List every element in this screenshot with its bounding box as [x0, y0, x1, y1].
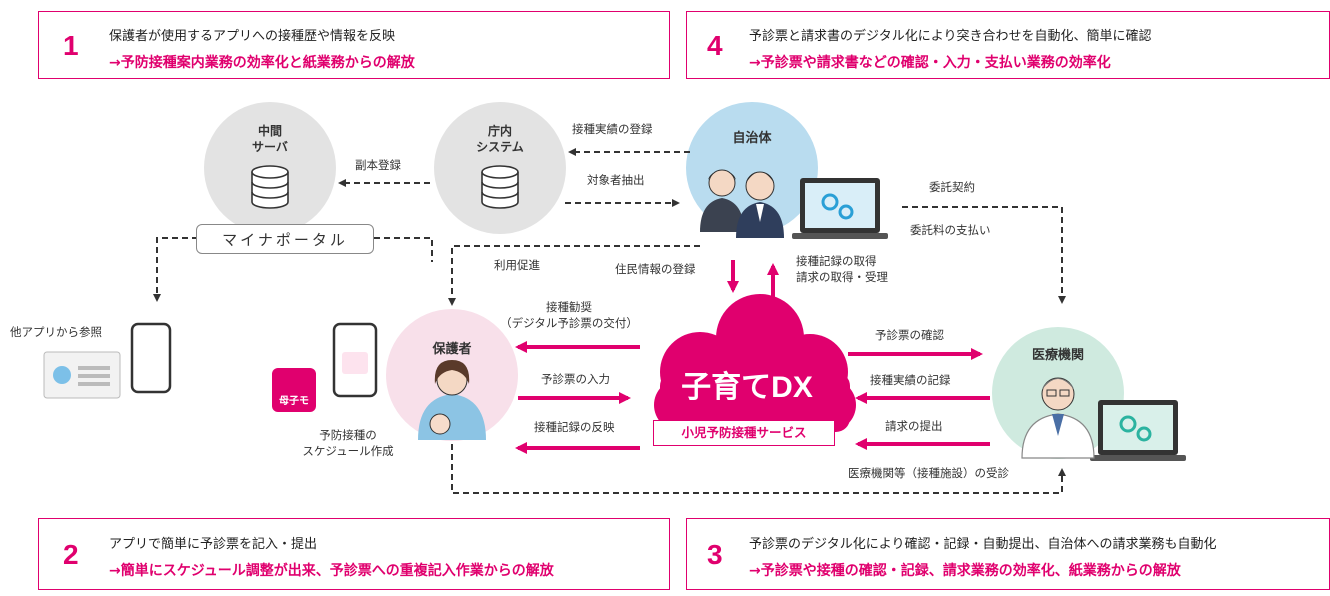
jichitai-label: 自治体	[732, 131, 772, 146]
label-sesshu-touroku: 接種実績の登録	[572, 122, 653, 136]
smartphone-app-icon	[332, 322, 378, 398]
smartphone-icon	[130, 322, 172, 394]
label-itaku-keiyaku: 委託契約	[929, 180, 975, 194]
mother-illustration	[418, 360, 486, 440]
laptop-icon	[792, 178, 888, 239]
chonai-label: 庁内 システム	[476, 124, 524, 154]
laptop-icon	[1090, 400, 1186, 461]
database-icon	[251, 165, 289, 209]
label-fukuhon: 副本登録	[355, 158, 401, 172]
feature-text: 予診票と請求書のデジタル化により突き合わせを自動化、簡単に確認	[749, 29, 1152, 44]
feature-box-2: 2 アプリで簡単に予診票を記入・提出 →簡単にスケジュール調整が出来、予診票への…	[38, 518, 670, 590]
hogosha-label: 保護者	[432, 342, 472, 357]
service-box: 小児予防接種サービス	[653, 420, 835, 446]
dx-title: 子育てDX	[681, 371, 813, 404]
label-seikyu: 請求の提出	[885, 419, 943, 433]
label-kiroku-shutoku: 接種記録の取得 請求の取得・受理	[796, 254, 888, 284]
database-icon	[481, 165, 519, 209]
id-card-icon	[43, 351, 121, 399]
label-itaku-shiharai: 委託料の支払い	[910, 223, 991, 237]
feature-benefit: →予診票や接種の確認・記録、請求業務の効率化、紙業務からの解放	[749, 563, 1181, 579]
server-label: 中間 サーバ	[252, 124, 288, 154]
dx-cloud	[654, 294, 856, 432]
feature-number: 1	[63, 30, 79, 61]
label-jushin: 医療機関等（接種施設）の受診	[848, 466, 1009, 480]
label-jisseki-kiroku: 接種実績の記録	[870, 373, 951, 387]
feature-box-4: 4 予診票と請求書のデジタル化により突き合わせを自動化、簡単に確認 →予診票や請…	[686, 11, 1330, 79]
mynaportal-box: マイナポータル	[196, 224, 374, 254]
feature-benefit: →予防接種案内業務の効率化と紙業務からの解放	[109, 55, 415, 71]
feature-text: アプリで簡単に予診票を記入・提出	[109, 537, 318, 552]
label-kansho: 接種勧奨 （デジタル予診票の交付）	[500, 300, 638, 330]
label-riyou: 利用促進	[494, 258, 540, 272]
label-other-app: 他アプリから参照	[10, 325, 102, 339]
feature-text: 保護者が使用するアプリへの接種歴や情報を反映	[109, 29, 396, 44]
app-logo-text: 母子モ	[279, 396, 309, 407]
feature-benefit: →簡単にスケジュール調整が出来、予診票への重複記入作業からの解放	[109, 563, 554, 579]
app-logo-icon	[272, 368, 316, 412]
label-yoshin-input: 予診票の入力	[541, 372, 610, 386]
feature-benefit: →予診票や請求書などの確認・入力・支払い業務の効率化	[749, 55, 1111, 71]
feature-number: 2	[63, 539, 79, 570]
feature-number: 4	[707, 30, 723, 61]
label-yoshin-kakunin: 予診票の確認	[875, 328, 944, 342]
officials-illustration	[700, 169, 784, 238]
label-jumin: 住民情報の登録	[615, 262, 696, 276]
feature-number: 3	[707, 539, 723, 570]
feature-box-1: 1 保護者が使用するアプリへの接種歴や情報を反映 →予防接種案内業務の効率化と紙…	[38, 11, 670, 79]
doctor-illustration	[1021, 377, 1095, 459]
label-kiroku-hanei: 接種記録の反映	[534, 420, 615, 434]
label-schedule: 予防接種の スケジュール作成	[302, 428, 394, 458]
iryo-label: 医療機関	[1031, 348, 1084, 363]
feature-box-3: 3 予診票のデジタル化により確認・記録・自動提出、自治体への請求業務も自動化 →…	[686, 518, 1330, 590]
label-taishosha: 対象者抽出	[587, 173, 645, 187]
feature-text: 予診票のデジタル化により確認・記録・自動提出、自治体への請求業務も自動化	[749, 537, 1217, 552]
